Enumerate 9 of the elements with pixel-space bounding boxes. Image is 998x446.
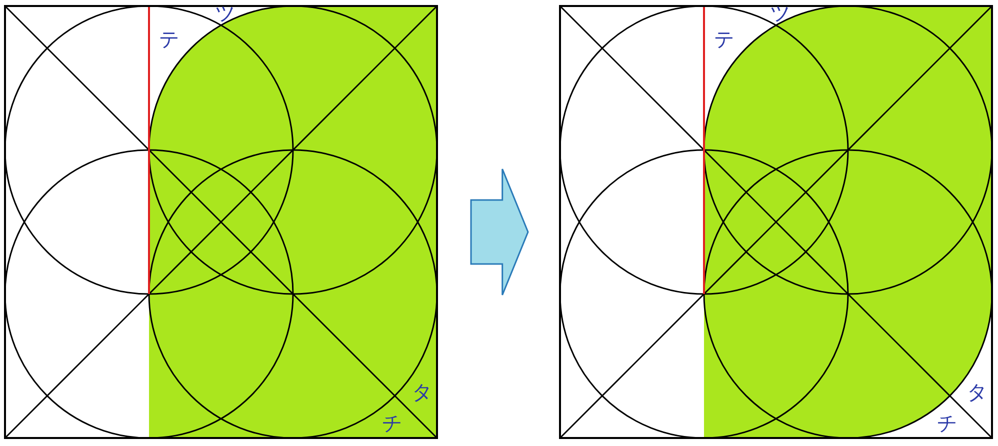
point-label: テ xyxy=(159,29,179,49)
point-label: タ xyxy=(967,382,987,402)
point-label: タ xyxy=(412,382,432,402)
point-label: テ xyxy=(714,29,734,49)
point-label: ツ xyxy=(215,3,235,23)
point-label: チ xyxy=(382,413,402,433)
point-label: チ xyxy=(937,413,957,433)
point-label: ツ xyxy=(770,3,790,23)
block-arrow xyxy=(470,168,529,296)
